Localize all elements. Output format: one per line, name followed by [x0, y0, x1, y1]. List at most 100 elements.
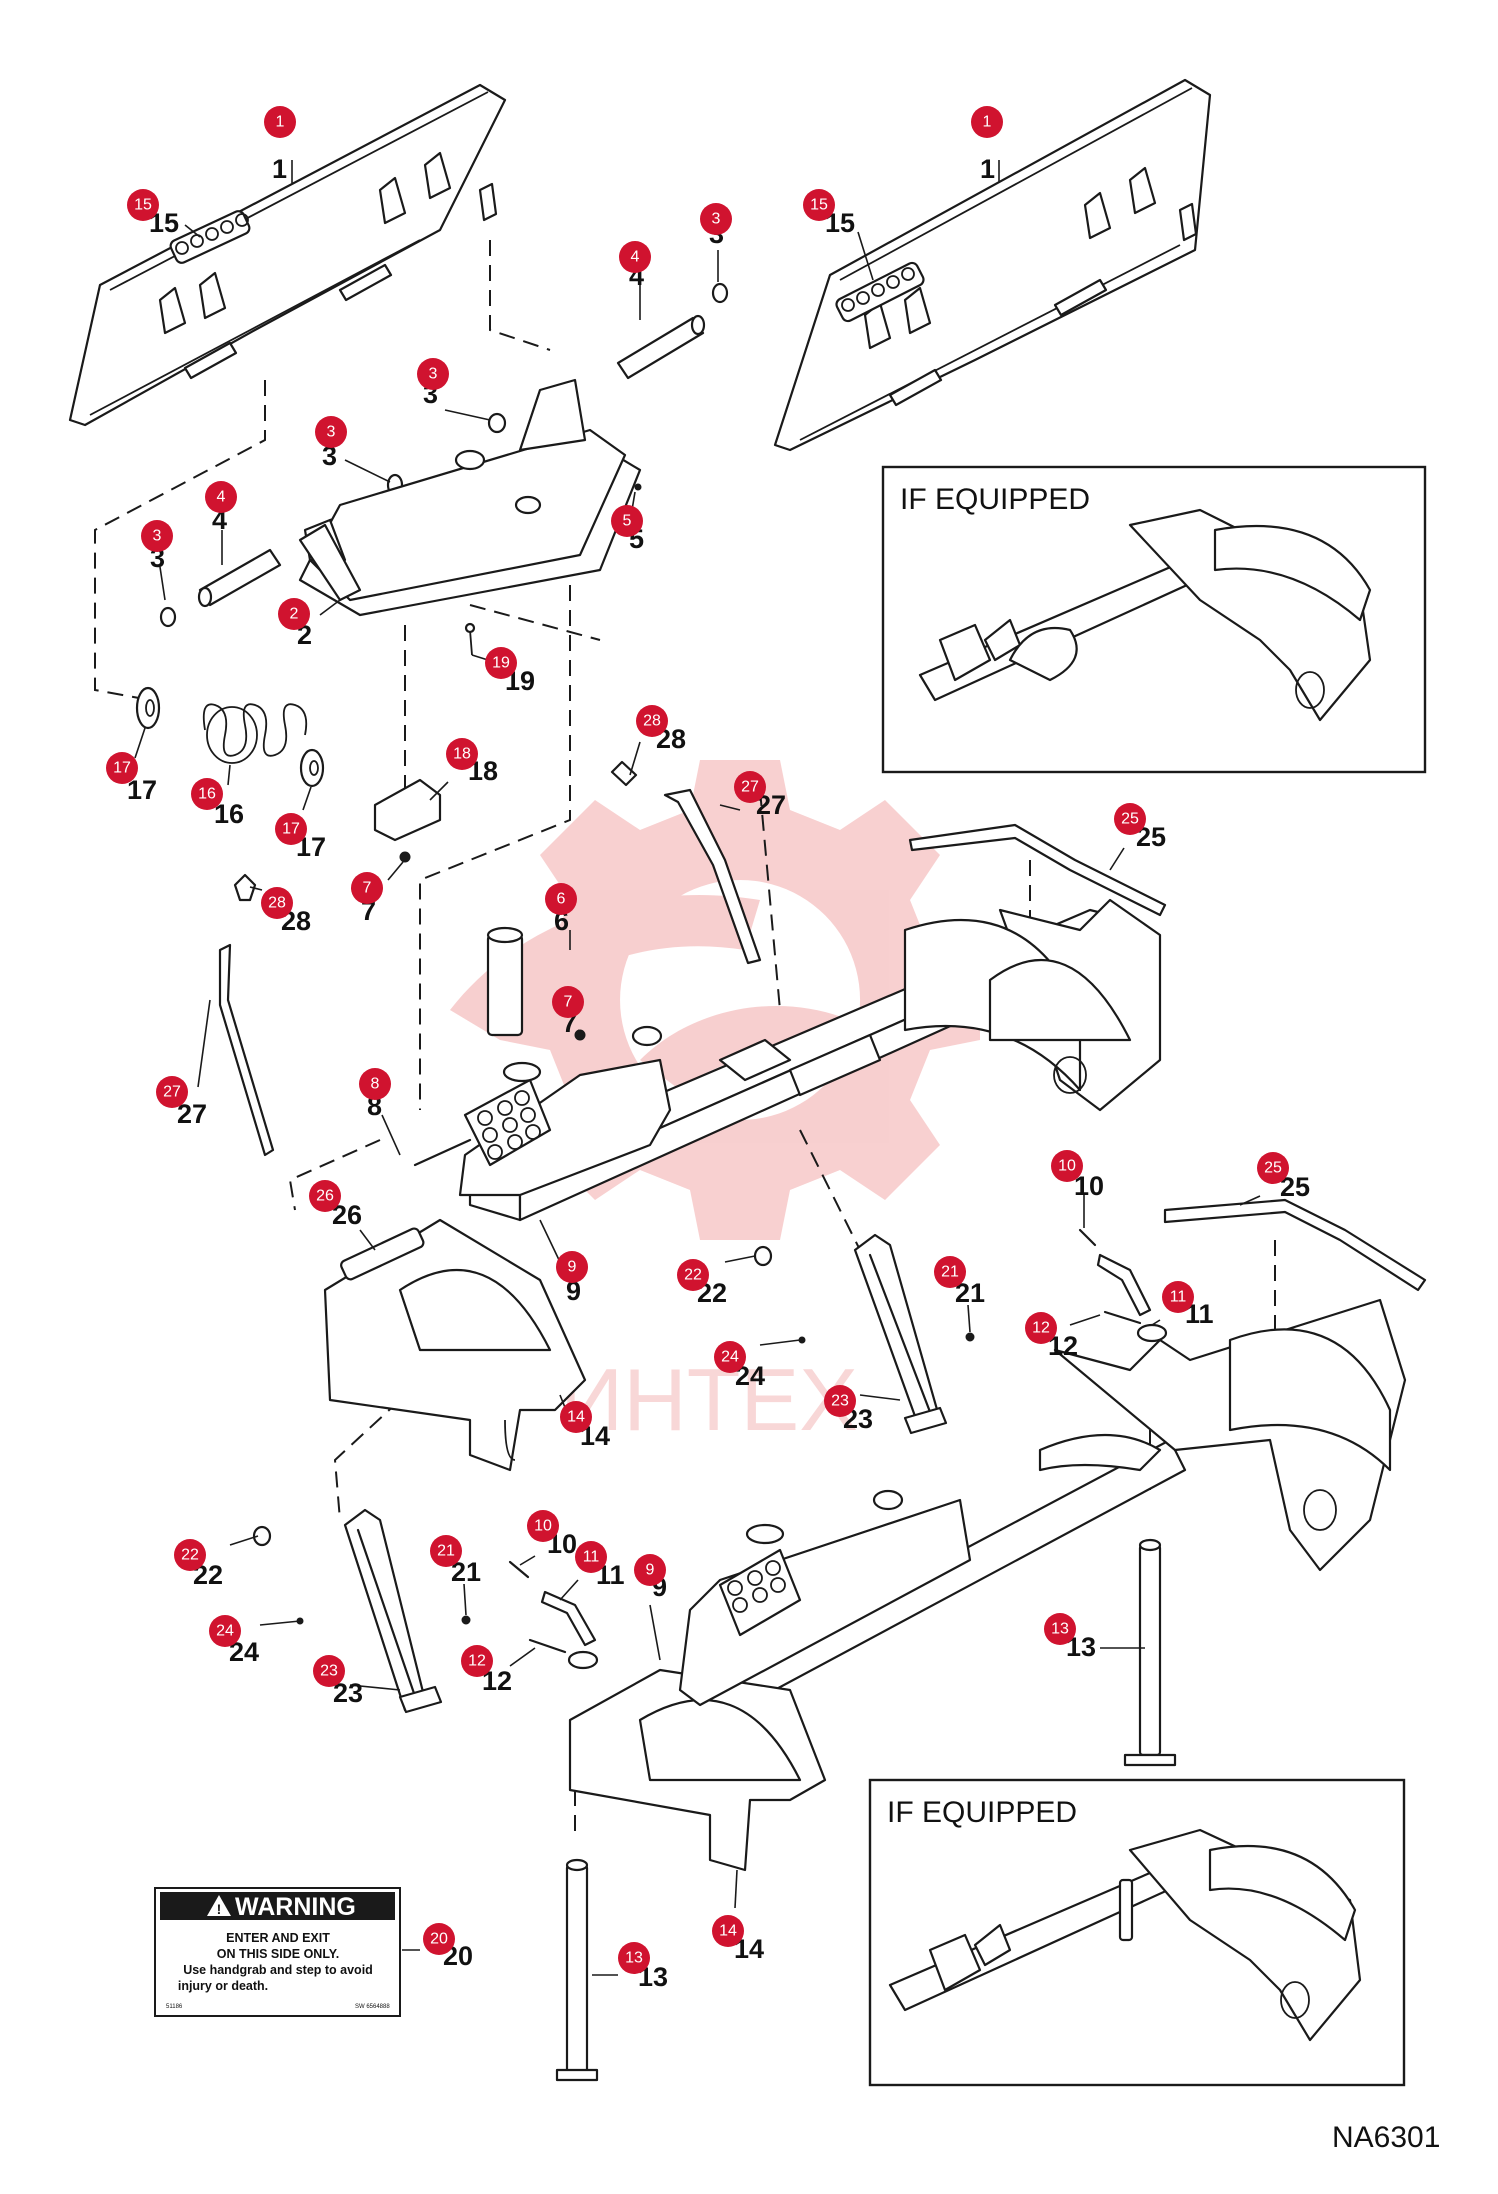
- part-17-washer-left: [135, 686, 161, 730]
- part-8-bolt: [413, 1138, 472, 1167]
- callout-leader-line: [759, 1339, 801, 1346]
- callout-badge-number: 9: [646, 1562, 655, 1579]
- callout-badge: [824, 1385, 856, 1417]
- callout-badge: [1025, 1312, 1057, 1344]
- callout-badge-number: 17: [282, 821, 300, 838]
- callout-4: 44: [205, 481, 237, 565]
- callout-badge-number: 8: [371, 1076, 380, 1093]
- callout-5: 55: [611, 491, 644, 554]
- callout-3: 33: [417, 358, 491, 421]
- callout-leader-line: [1109, 847, 1125, 871]
- assembly-dashed-lines: [94, 240, 1276, 1840]
- callout-badge: [1114, 803, 1146, 835]
- part-4-pin-lower: [197, 548, 282, 608]
- upper-left-frame: [323, 898, 1162, 1472]
- callout-badge: [485, 647, 517, 679]
- callout-badge-number: 3: [429, 366, 438, 383]
- callout-leader-line: [429, 781, 449, 801]
- callout-layer: 1115153344333344335522191911151517171616…: [106, 106, 1310, 1992]
- callout-badge-number: 22: [181, 1547, 199, 1564]
- callout-badge: [309, 1180, 341, 1212]
- warning-code-left: 51186: [166, 2004, 183, 2010]
- callout-badge-number: 15: [134, 197, 152, 214]
- callout-badge-number: 24: [216, 1623, 234, 1640]
- callout-badge-number: 6: [557, 891, 566, 908]
- callout-badge-number: 27: [741, 779, 759, 796]
- callout-badge: [1162, 1281, 1194, 1313]
- part-4-pin-upper: [616, 314, 706, 380]
- callout-part-number: 3: [322, 441, 337, 471]
- callout-leader-line: [381, 1114, 401, 1156]
- part-12-clip-right: [1103, 1310, 1142, 1325]
- part-22-ring-upper: [753, 1245, 773, 1267]
- callout-badge-number: 5: [623, 513, 632, 530]
- warning-line-1: ENTER AND EXIT: [226, 1931, 330, 1945]
- callout-part-number: 9: [566, 1276, 581, 1306]
- callout-badge: [156, 1076, 188, 1108]
- inset-box-if-equipped-lower: IF EQUIPPED: [868, 1778, 1406, 2087]
- svg-text:!: !: [217, 1901, 222, 1917]
- callout-leader-line: [471, 654, 489, 661]
- callout-badge: [734, 771, 766, 803]
- part-11-pin-right: [1096, 1253, 1152, 1317]
- callout-badge: [618, 1942, 650, 1974]
- callout-badge: [264, 106, 296, 138]
- part-12-clip-lower: [528, 1638, 567, 1654]
- part-26-hole-row: [340, 1227, 425, 1281]
- callout-badge-number: 11: [583, 1549, 600, 1566]
- part-23-stand-upper: [853, 1233, 948, 1435]
- callout-badge: [261, 887, 293, 919]
- callout-badge-number: 13: [1051, 1621, 1069, 1638]
- figure-code: NA6301: [1332, 2121, 1440, 2154]
- callout-badge-number: 19: [492, 655, 510, 672]
- callout-leader-line: [344, 459, 391, 483]
- part-16-spring: [202, 703, 308, 764]
- callout-badge-number: 23: [831, 1393, 849, 1410]
- callout-badge-number: 27: [163, 1084, 181, 1101]
- part-10-pin-right: [1078, 1228, 1097, 1247]
- callout-leader-line: [734, 1869, 738, 1909]
- part-10-pin-lower: [508, 1560, 530, 1579]
- callout-badge: [803, 189, 835, 221]
- callout-badge-number: 3: [153, 528, 162, 545]
- callout-badge: [315, 416, 347, 448]
- callout-leader-line: [444, 409, 491, 421]
- callout-badge-number: 4: [217, 489, 226, 506]
- callout-leader-line: [1069, 1314, 1101, 1326]
- part-13-jack-lower: [555, 1858, 599, 2082]
- part-18-plate: [373, 778, 442, 842]
- callout-7: 77: [552, 986, 584, 1038]
- part-3-ring-upper-left: [487, 412, 507, 434]
- callout-leader-line: [559, 1579, 579, 1601]
- inset-title-lower: IF EQUIPPED: [887, 1796, 1077, 1829]
- callout-badge-number: 2: [290, 606, 299, 623]
- callout-leader-line: [184, 224, 201, 238]
- callout-leader-line: [229, 1535, 259, 1546]
- part-15-hole-row-right: [835, 261, 925, 323]
- part-3-ring-upper-right: [711, 282, 729, 304]
- warning-line-4: injury or death.: [178, 1979, 268, 1993]
- callout-2: 22: [278, 598, 341, 650]
- part-21-pin-lower: [461, 1615, 471, 1625]
- callout-4: 44: [619, 241, 651, 320]
- callout-badge: [446, 738, 478, 770]
- part-25-fender-lower: [1163, 1198, 1427, 1292]
- callout-badge: [636, 705, 668, 737]
- part-9-step-lower: [718, 1548, 802, 1637]
- callout-badge-number: 1: [983, 114, 992, 131]
- callout-badge-number: 21: [437, 1543, 455, 1560]
- callout-badge: [560, 1401, 592, 1433]
- part-9-step-left: [463, 1078, 552, 1167]
